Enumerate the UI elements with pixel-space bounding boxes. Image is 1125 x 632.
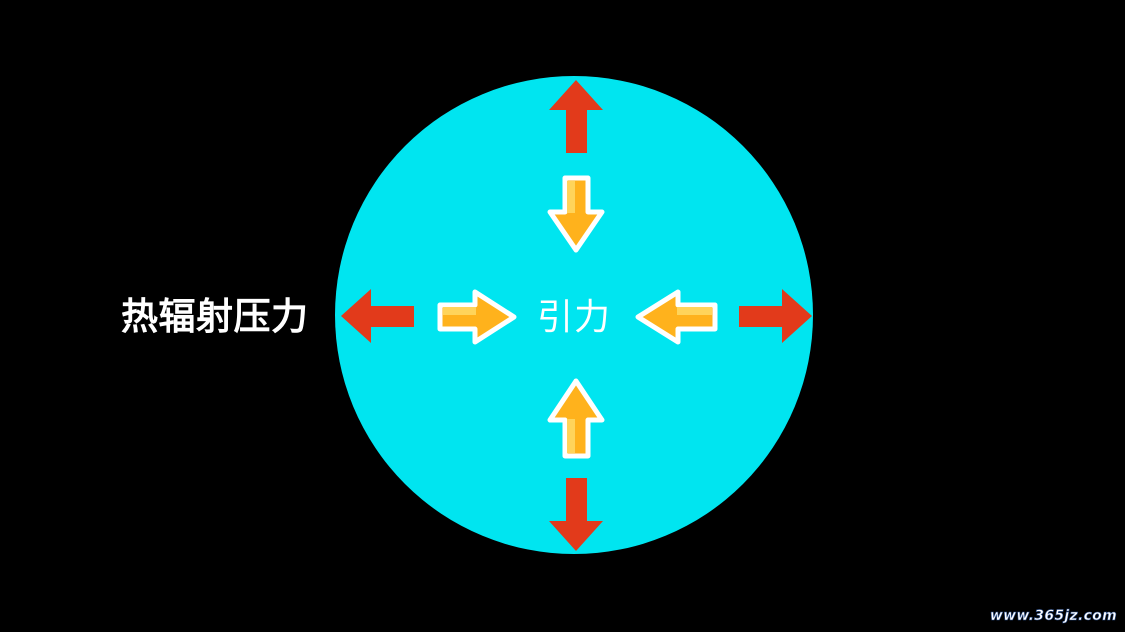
outward-arrow-down bbox=[549, 478, 603, 551]
outward-arrow-left bbox=[341, 289, 414, 343]
watermark: www.365jz.com bbox=[989, 608, 1117, 625]
star-circle bbox=[335, 76, 813, 554]
inward-arrow-down bbox=[547, 175, 605, 253]
inward-arrow-right bbox=[437, 289, 517, 345]
outward-arrow-up bbox=[549, 80, 603, 153]
radiation-pressure-label: 热辐射压力 bbox=[121, 295, 309, 338]
inward-arrow-left bbox=[635, 289, 718, 345]
inward-arrow-up bbox=[547, 378, 605, 459]
outward-arrow-right bbox=[739, 289, 812, 343]
gravity-label: 引力 bbox=[537, 297, 612, 338]
